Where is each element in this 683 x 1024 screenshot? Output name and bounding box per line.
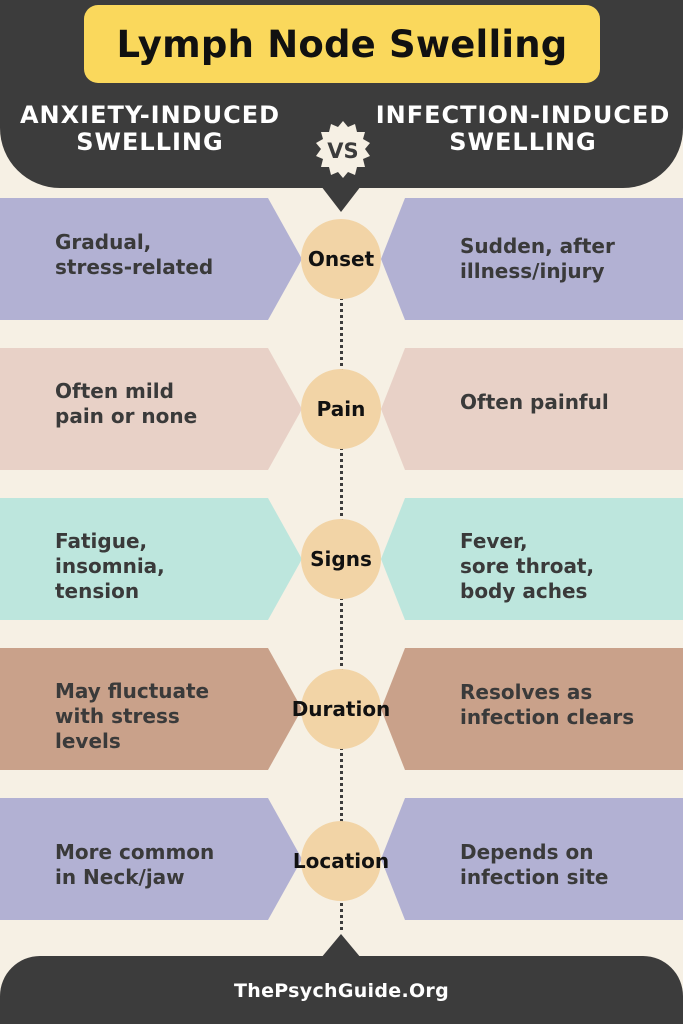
infection-text: Fever, sore throat, body aches — [460, 529, 595, 603]
category-circle: Signs — [301, 519, 381, 599]
footer-banner — [0, 956, 683, 1024]
category-circle: Pain — [301, 369, 381, 449]
anxiety-panel — [0, 498, 302, 620]
infection-panel — [381, 198, 683, 320]
anxiety-text: Gradual, stress-related — [55, 230, 214, 279]
category-label: Signs — [310, 547, 372, 571]
title-box: Lymph Node Swelling — [84, 5, 600, 83]
comparison-row-duration: May fluctuate with stress levels Resolve… — [0, 648, 683, 770]
infection-text: Sudden, after illness/injury — [460, 234, 615, 283]
anxiety-column-heading: ANXIETY-INDUCED SWELLING — [19, 101, 281, 156]
vs-badge: VS — [312, 120, 374, 182]
infection-panel — [381, 798, 683, 920]
category-label: Duration — [291, 697, 391, 721]
footer-site-name: ThePsychGuide.Org — [233, 980, 449, 1002]
comparison-row-onset: Gradual, stress-related Sudden, after il… — [0, 198, 683, 320]
category-circle: Onset — [301, 219, 381, 299]
comparison-row-pain: Often mild pain or none Often painful Pa… — [0, 348, 683, 470]
infection-text: Often painful — [460, 390, 609, 414]
infection-panel — [381, 648, 683, 770]
anxiety-panel — [0, 348, 302, 470]
vs-label: VS — [327, 139, 359, 163]
comparison-row-signs: Fatigue, insomnia, tension Fever, sore t… — [0, 498, 683, 620]
infection-panel — [381, 498, 683, 620]
category-circle: Duration — [292, 669, 390, 749]
comparison-row-location: More common in Neck/jaw Depends on infec… — [0, 798, 683, 920]
anxiety-text: Often mild pain or none — [55, 379, 198, 428]
vs-badge-shape — [316, 121, 370, 178]
category-label: Location — [292, 849, 390, 873]
header-pointer — [321, 186, 361, 212]
infection-text: Depends on infection site — [460, 840, 609, 889]
infection-column-heading: INFECTION-INDUCED SWELLING — [375, 101, 671, 156]
dotted-connector — [340, 290, 343, 930]
anxiety-text: More common in Neck/jaw — [55, 840, 215, 889]
page-title: Lymph Node Swelling — [116, 22, 568, 66]
anxiety-text: May fluctuate with stress levels — [55, 679, 210, 753]
category-label: Pain — [316, 397, 366, 421]
infection-panel — [381, 348, 683, 470]
anxiety-text: Fatigue, insomnia, tension — [55, 529, 165, 603]
anxiety-panel — [0, 198, 302, 320]
anxiety-panel — [0, 798, 302, 920]
infection-text: Resolves as infection clears — [460, 680, 635, 729]
anxiety-panel — [0, 648, 302, 770]
category-label: Onset — [307, 247, 375, 271]
footer-pointer — [321, 934, 361, 958]
category-circle: Location — [293, 821, 389, 901]
